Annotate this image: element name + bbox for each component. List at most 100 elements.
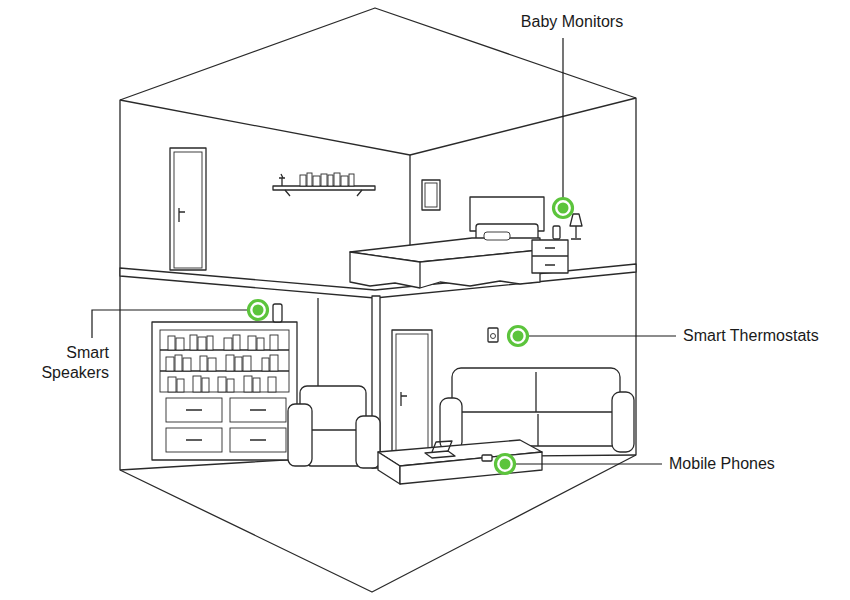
callout-label: Mobile Phones (668, 454, 776, 474)
wall-shelf (279, 174, 285, 186)
sofa (452, 368, 620, 414)
nightstand (570, 214, 582, 226)
wall-shelf (285, 190, 362, 196)
wall-shelf (273, 186, 375, 190)
bookshelf (270, 335, 278, 350)
bookshelf (198, 337, 206, 350)
house-outline (120, 8, 636, 592)
upper-door (170, 148, 206, 270)
leader-lines (528, 335, 676, 336)
leader-lines (92, 310, 248, 338)
callout-label: Smart Speakers (34, 343, 110, 383)
picture-frame (425, 183, 437, 207)
armchair (308, 430, 362, 466)
coffee-table (400, 452, 542, 484)
bookshelf (168, 336, 175, 350)
sofa (440, 368, 634, 452)
upper-doorway (396, 334, 428, 465)
house-outline (120, 98, 636, 155)
bed (484, 232, 510, 240)
bookshelf (233, 335, 240, 350)
bookshelf (175, 355, 182, 371)
thermostat (491, 334, 496, 339)
house-outline (120, 8, 636, 592)
armchair (356, 416, 380, 468)
armchair (288, 404, 312, 466)
bookshelf (168, 377, 176, 392)
wall-shelf (273, 173, 375, 196)
bookshelf (226, 355, 234, 371)
bookshelf (152, 304, 297, 460)
upper-door (179, 208, 185, 222)
bookshelf (190, 335, 197, 350)
wall-shelf (341, 176, 348, 186)
bookshelf (257, 338, 264, 350)
callout-label: Smart Thermostats (682, 326, 820, 346)
thermostat (488, 328, 498, 342)
device-marker (513, 331, 524, 342)
nightstand (545, 248, 555, 265)
bookshelf (207, 336, 213, 350)
picture-frame (422, 180, 440, 210)
coffee-table (378, 452, 400, 484)
sofa (537, 414, 538, 446)
device-marker (554, 199, 573, 218)
nightstand (571, 226, 581, 239)
bookshelf (160, 350, 289, 371)
bookshelf (218, 377, 226, 392)
bookshelf (160, 330, 289, 392)
bookshelf (243, 356, 251, 371)
leader-lines (562, 38, 563, 198)
bookshelf (208, 358, 216, 371)
upper-doorway (392, 330, 432, 465)
bookshelf (270, 355, 278, 371)
upper-door (174, 152, 202, 268)
device-marker (496, 455, 515, 474)
device-marker (253, 305, 264, 316)
coffee-table (378, 440, 542, 484)
picture-frame (422, 180, 440, 210)
thermostat (488, 328, 498, 342)
nightstand (532, 214, 582, 273)
upper-door (170, 148, 206, 270)
wall-shelf (321, 174, 327, 186)
bed (350, 224, 540, 288)
wall-shelf (334, 173, 340, 186)
wall-shelf (328, 175, 333, 186)
sofa (452, 412, 624, 446)
bookshelf (273, 304, 282, 322)
bookshelf (253, 378, 260, 392)
nightstand (532, 240, 568, 273)
wall-shelf (307, 173, 312, 186)
device-marker (500, 459, 511, 470)
bookshelf (186, 410, 266, 440)
bookshelf (268, 377, 276, 392)
bookshelf (224, 338, 232, 350)
coffee-table (482, 455, 492, 461)
bookshelf (262, 358, 269, 371)
device-marker (249, 199, 573, 474)
bookshelf (176, 338, 184, 350)
coffee-table (432, 441, 452, 452)
armchair (288, 386, 380, 468)
bookshelf (235, 357, 242, 371)
bed (419, 262, 420, 288)
callout-label: Baby Monitors (520, 12, 624, 32)
bookshelf (202, 378, 209, 392)
leader-lines (92, 38, 676, 464)
wall-shelf (313, 176, 320, 186)
device-marker (558, 203, 569, 214)
bookshelf (152, 322, 297, 460)
bookshelf (227, 379, 234, 392)
nightstand (532, 255, 568, 256)
sofa (535, 372, 536, 414)
upper-doorway (392, 330, 432, 465)
bookshelf (200, 356, 207, 371)
wall-shelf (349, 174, 354, 186)
device-marker (249, 301, 268, 320)
coffee-table (425, 451, 455, 458)
wall-shelf (300, 175, 306, 186)
leader-lines (515, 463, 662, 464)
